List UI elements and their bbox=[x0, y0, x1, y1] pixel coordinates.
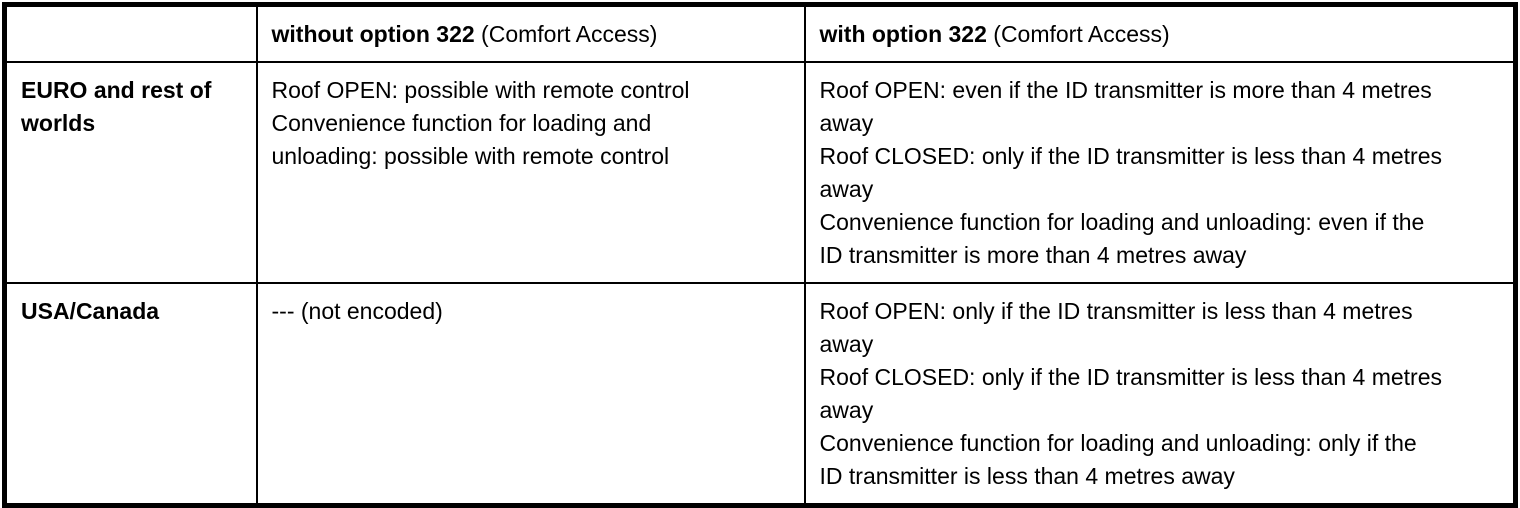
header-without-option-bold: without option 322 bbox=[271, 21, 475, 47]
region-cell-euro: EURO and rest of worlds bbox=[3, 61, 258, 284]
header-with-option-cell: with option 322 (Comfort Access) bbox=[803, 3, 1517, 63]
header-with-option-bold: with option 322 bbox=[819, 21, 987, 47]
table-row-euro: EURO and rest of worlds Roof OPEN: possi… bbox=[3, 61, 1517, 284]
table-row-usa-canada: USA/Canada --- (not encoded) Roof OPEN: … bbox=[3, 282, 1517, 507]
usa-without-option-cell: --- (not encoded) bbox=[255, 282, 806, 507]
header-without-option-rest: (Comfort Access) bbox=[474, 21, 658, 47]
header-with-option-rest: (Comfort Access) bbox=[986, 21, 1170, 47]
table-header-row: without option 322 (Comfort Access) with… bbox=[3, 3, 1517, 63]
region-cell-usa-canada: USA/Canada bbox=[3, 282, 258, 507]
header-without-option-cell: without option 322 (Comfort Access) bbox=[255, 3, 806, 63]
euro-with-option-cell: Roof OPEN: even if the ID transmitter is… bbox=[803, 61, 1517, 284]
euro-without-option-cell: Roof OPEN: possible with remote control … bbox=[255, 61, 806, 284]
header-region-cell bbox=[3, 3, 258, 63]
usa-with-option-cell: Roof OPEN: only if the ID transmitter is… bbox=[803, 282, 1517, 507]
